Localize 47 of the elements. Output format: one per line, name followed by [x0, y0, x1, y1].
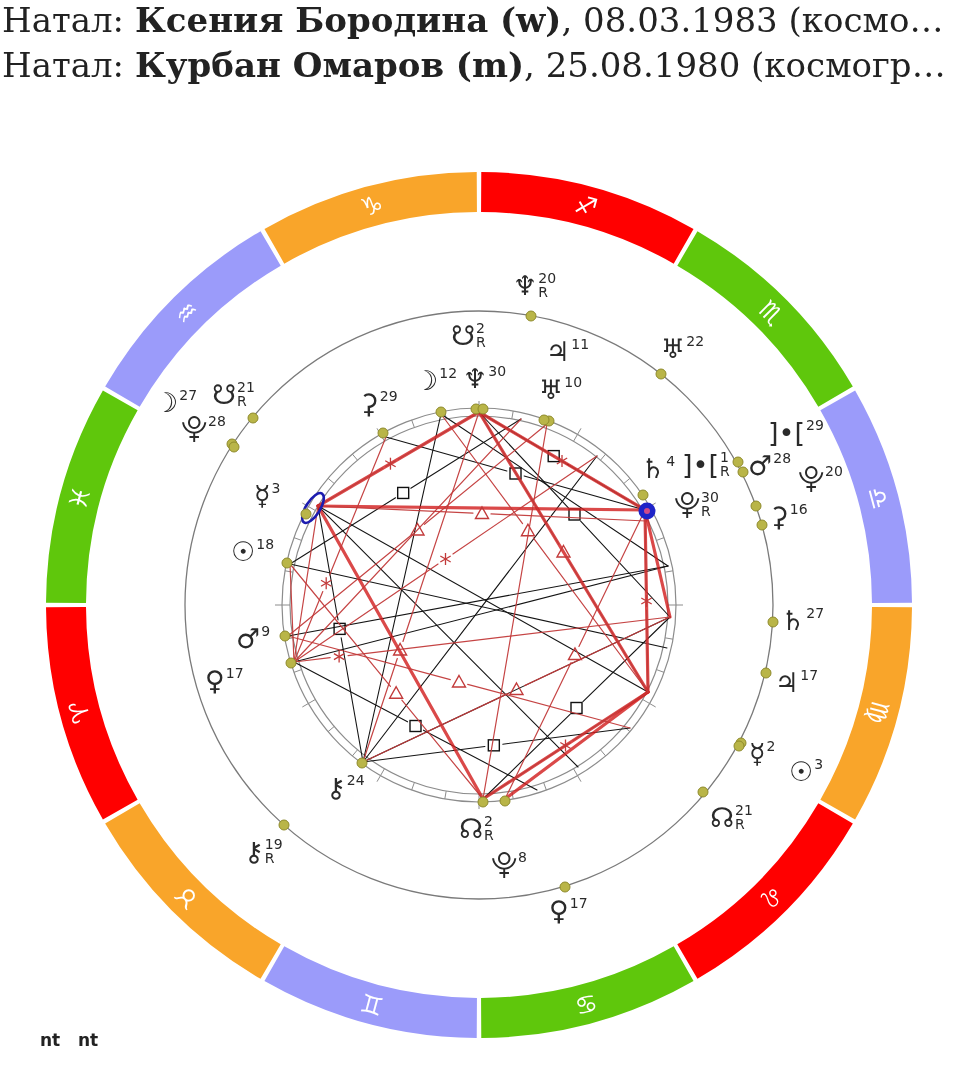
- zodiac-sign-band: [481, 172, 694, 264]
- zodiac-sign-symbol: ♊: [358, 988, 387, 1019]
- planet-position-label: ♂$^{9}$: [236, 623, 271, 655]
- zodiac-sign-symbol: ♒: [170, 296, 204, 330]
- zodiac-sign-symbol: ♎: [862, 484, 893, 513]
- zodiac-sign-symbol: ♌: [754, 880, 788, 914]
- planet-position-label: ♆$^{30}$: [463, 363, 507, 395]
- chart-heading: Натал: Курбан Омаров (m), 25.08.1980 (космогр…: [2, 47, 946, 85]
- planet-position-label: ⚷$^{24}$: [326, 772, 365, 804]
- zodiac-sign-symbol: ♓: [65, 484, 96, 513]
- planet-position-label: ♄$^{27}$: [781, 605, 825, 637]
- planet-position-label: ⚳$^{16}$: [769, 501, 808, 533]
- zodiac-sign-symbol: ♋: [571, 988, 600, 1019]
- planet-position-label: ♀$^{17}$: [549, 895, 588, 927]
- zodiac-sign-symbol: ♈: [65, 697, 96, 726]
- footer-note: nt: [40, 1032, 61, 1049]
- planet-position-label: ☿$^{3}$: [254, 480, 281, 512]
- planet-position-label: ♄$^{4}$: [641, 453, 676, 485]
- zodiac-sign-symbol: ♉: [170, 880, 204, 914]
- zodiac-sign-band: [264, 946, 477, 1038]
- planet-position-label: ☿$^{2}$: [749, 738, 776, 770]
- zodiac-sign-symbol: ♐: [571, 191, 600, 222]
- zodiac-sign-band: [46, 607, 138, 820]
- zodiac-sign-symbol: ♍: [862, 697, 893, 726]
- planet-position-label: ⯓$^{20}$: [798, 463, 843, 495]
- footer-note: nt: [78, 1032, 99, 1049]
- zodiac-sign-symbol: ♑: [358, 191, 387, 222]
- planet-position-label: ♃$^{17}$: [775, 667, 819, 699]
- planet-position-label: ☉$^{18}$: [231, 536, 275, 568]
- planet-position-label: ⯓$^{8}$: [491, 849, 527, 881]
- zodiac-sign-band: [481, 946, 694, 1038]
- planet-position-label: ♀$^{17}$: [205, 665, 244, 697]
- planet-position-label: ♂$^{28}$: [748, 450, 792, 482]
- planet-position-label: ⯓$^{28}$: [181, 413, 226, 445]
- zodiac-sign-band: [677, 803, 853, 979]
- zodiac-sign-band: [105, 803, 281, 979]
- planet-position-label: ☽$^{12}$: [414, 365, 458, 397]
- planet-position-label: ♃$^{11}$: [546, 336, 590, 368]
- planet-position-label: ]•[$^{29}$: [768, 417, 824, 449]
- planet-position-label: ♅$^{22}$: [661, 333, 705, 365]
- zodiac-sign-symbol: ♏: [754, 296, 788, 330]
- zodiac-sign-band: [46, 390, 138, 603]
- planet-position-label: ♅$^{10}$: [539, 374, 583, 406]
- chart-heading: Натал: Ксения Бородина (w), 08.03.1983 (космо…: [2, 2, 944, 40]
- planet-position-label: ☉$^{3}$: [789, 756, 824, 788]
- zodiac-sign-band: [264, 172, 477, 264]
- planet-position-label: ⚳$^{29}$: [359, 388, 398, 420]
